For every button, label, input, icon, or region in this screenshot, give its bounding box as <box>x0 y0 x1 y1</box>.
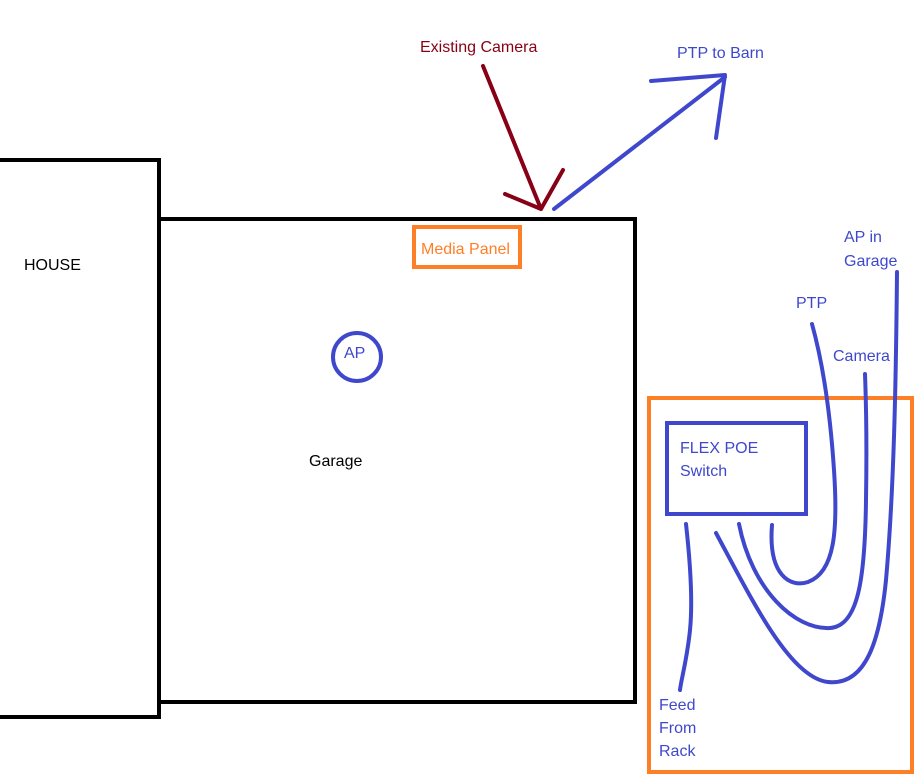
camera-label: Camera <box>833 348 890 365</box>
flex-poe-switch-box <box>665 421 808 516</box>
equipment-area-box <box>647 396 914 774</box>
existing-camera-arrow <box>481 64 565 211</box>
garage-outline <box>157 217 637 704</box>
ptp-to-barn-label: PTP to Barn <box>677 45 764 62</box>
ap-in-garage-label: AP in Garage <box>844 229 898 270</box>
feed-from-rack-label: Feed From Rack <box>659 697 697 760</box>
existing-camera-label: Existing Camera <box>420 39 538 56</box>
ptp-label: PTP <box>796 295 828 312</box>
ap-in-garage-cable <box>714 270 899 685</box>
media-panel-label: Media Panel <box>421 241 510 258</box>
ptp-to-barn-arrow <box>552 73 727 211</box>
feed-from-rack-cable <box>678 522 694 692</box>
media-panel-box <box>412 225 522 269</box>
ap-label: AP <box>344 345 366 362</box>
flex-poe-switch-label: FLEX POE Switch <box>680 440 759 480</box>
house-label: HOUSE <box>24 257 81 274</box>
camera-cable <box>737 372 869 631</box>
garage-label: Garage <box>309 453 363 470</box>
house-outline <box>0 158 161 719</box>
ptp-cable <box>769 322 838 586</box>
ap-circle <box>331 331 383 383</box>
